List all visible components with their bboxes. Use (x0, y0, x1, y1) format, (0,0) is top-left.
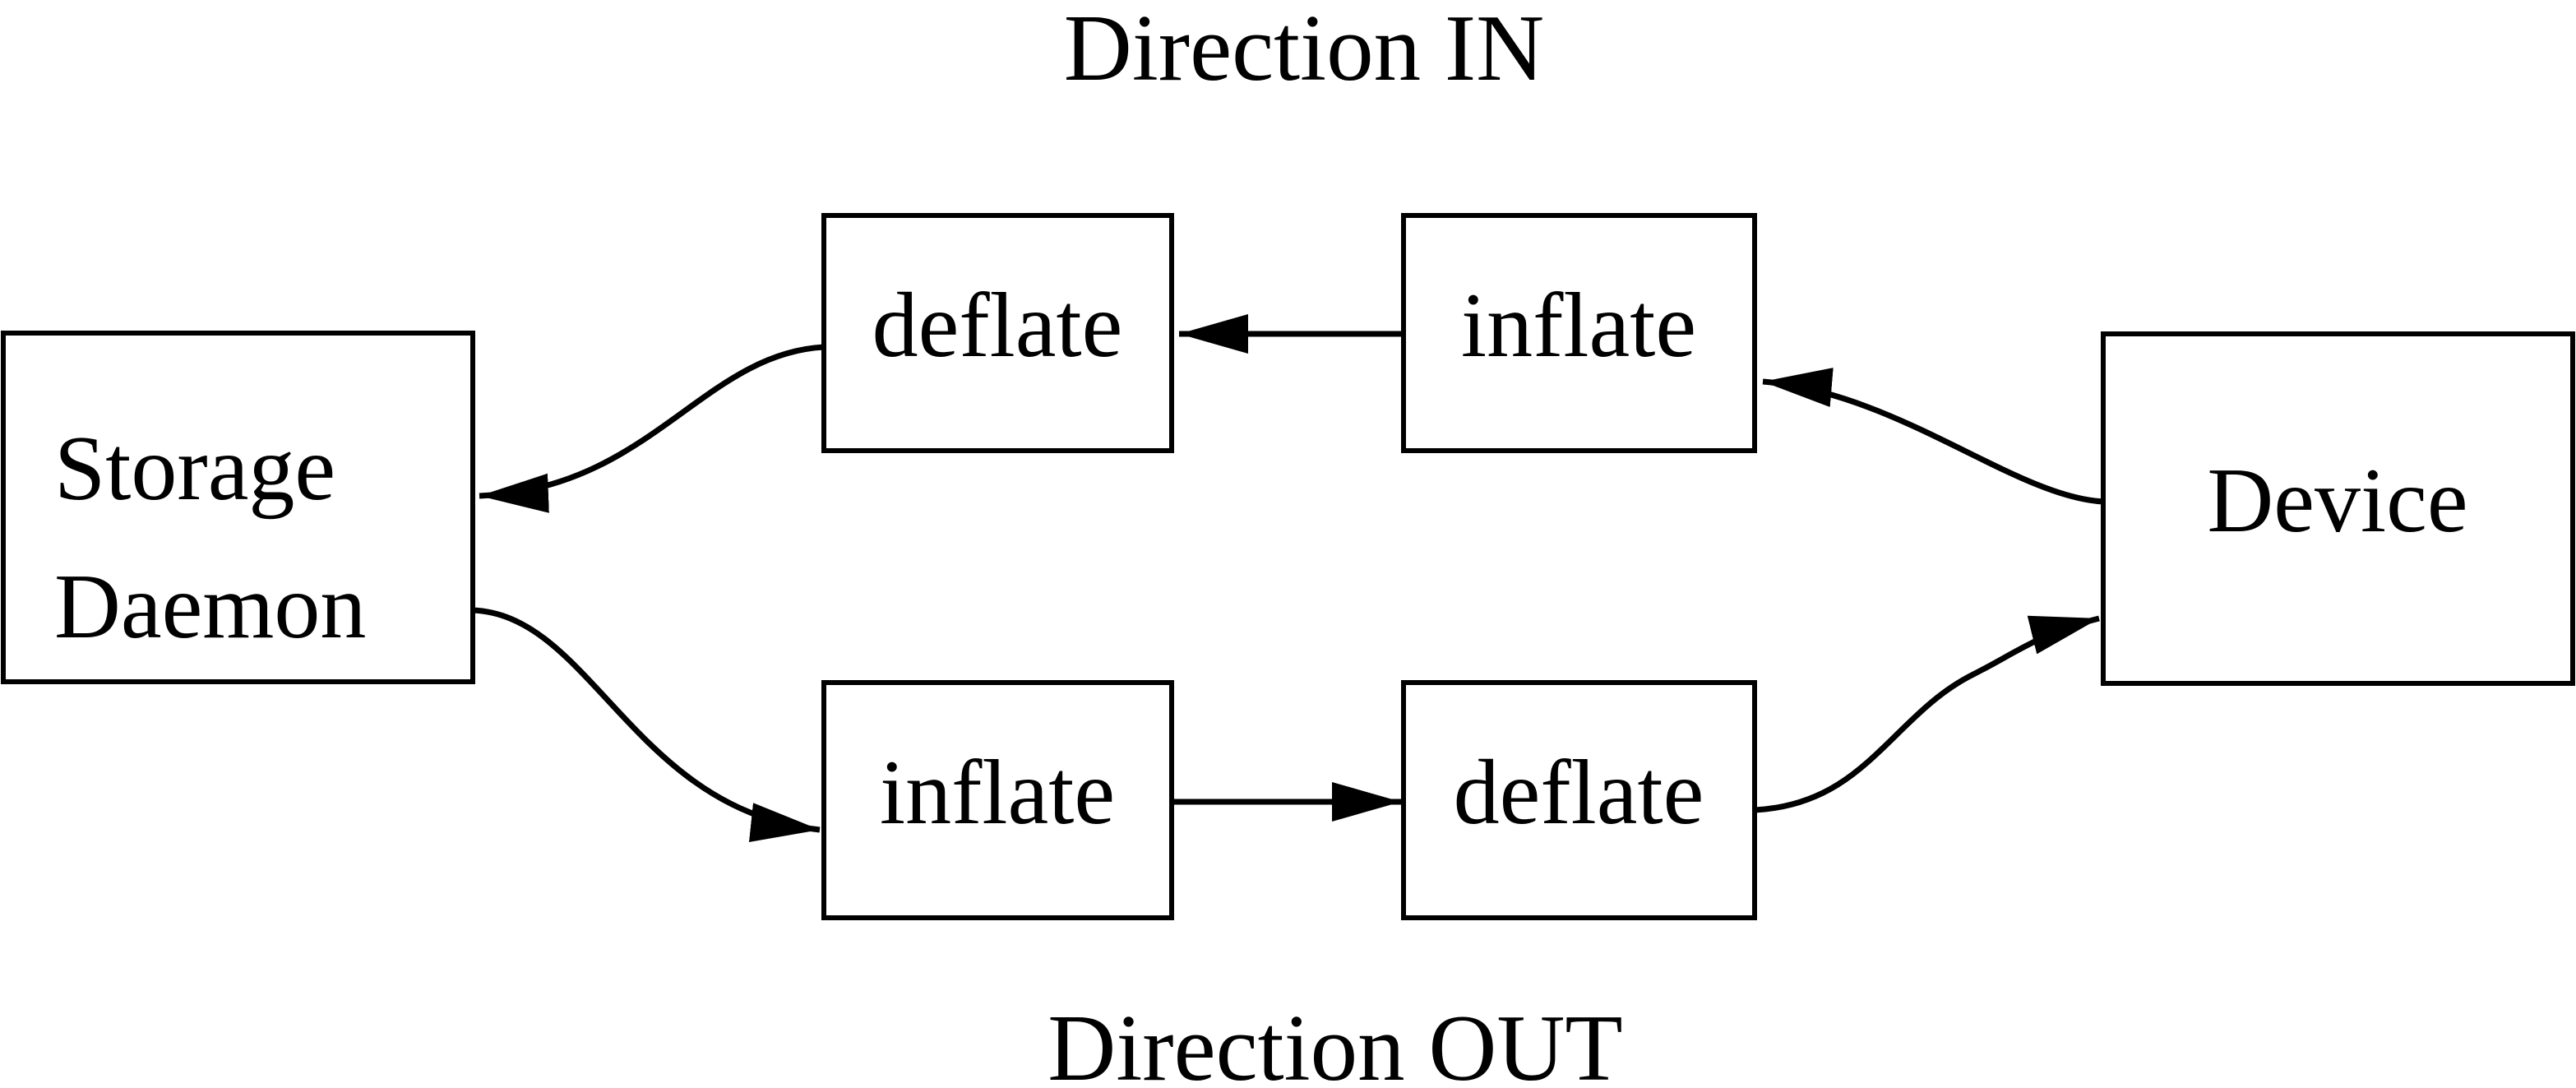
node-deflate-in-box (821, 213, 1174, 453)
node-inflate-in-label: inflate (1461, 275, 1696, 377)
node-inflate-out-label: inflate (880, 742, 1115, 844)
edge-device-to-inflate-in (1762, 368, 2104, 505)
node-device-label: Device (2207, 450, 2467, 552)
node-deflate-in-label: deflate (872, 275, 1123, 377)
edge-deflate-out-to-device (1754, 615, 2100, 813)
title-direction-out: Direction OUT (1048, 996, 1622, 1088)
edge-deflate-in-to-storage-daemon (479, 344, 825, 513)
node-storage-daemon-box (1, 331, 475, 684)
node-storage-daemon-label-line1: Storage (54, 418, 335, 520)
node-deflate-out-box (1401, 680, 1757, 920)
node-deflate-out-label: deflate (1454, 742, 1704, 844)
edge-storage-daemon-to-inflate-out (472, 607, 821, 842)
node-storage-daemon-label-line2: Daemon (54, 556, 366, 658)
node-inflate-out-box (821, 680, 1174, 920)
node-device-box (2101, 331, 2575, 686)
title-direction-in: Direction IN (1064, 0, 1544, 100)
node-inflate-in-box (1401, 213, 1757, 453)
